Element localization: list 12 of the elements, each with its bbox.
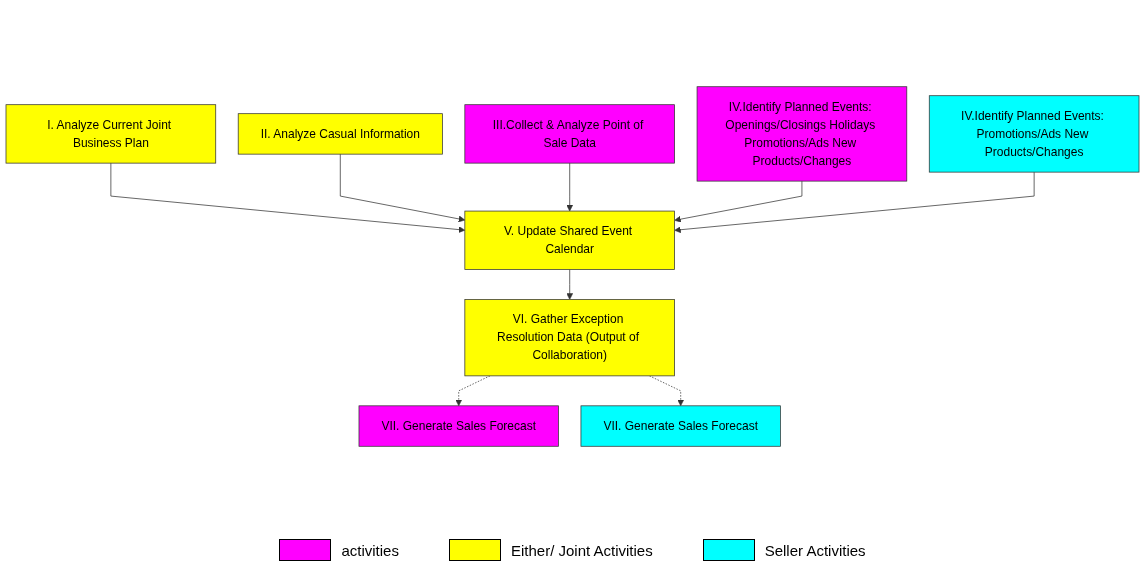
- node-box: V. Update Shared Event Calendar: [464, 210, 675, 270]
- node-box: I. Analyze Current Joint Business Plan: [5, 104, 217, 164]
- legend-label: Seller Activities: [764, 541, 866, 559]
- legend-label: Either/ Joint Activities: [510, 541, 653, 559]
- legend-label: activities: [341, 541, 399, 559]
- node-box: III.Collect & Analyze Point of Sale Data: [464, 104, 675, 164]
- node-box: IV.Identify Planned Events: Openings/Closings Holidays Promotions/Ads New Products/Changes: [696, 86, 908, 182]
- node-box: VI. Gather Exception Resolution Data (Output of Collaboration): [464, 299, 675, 377]
- node-box: II. Analyze Casual Information: [237, 113, 443, 155]
- node-box: VII. Generate Sales Forecast: [358, 405, 559, 447]
- node-box: IV.Identify Planned Events: Promotions/Ads New Products/Changes: [928, 95, 1140, 173]
- node-box: VII. Generate Sales Forecast: [580, 405, 781, 447]
